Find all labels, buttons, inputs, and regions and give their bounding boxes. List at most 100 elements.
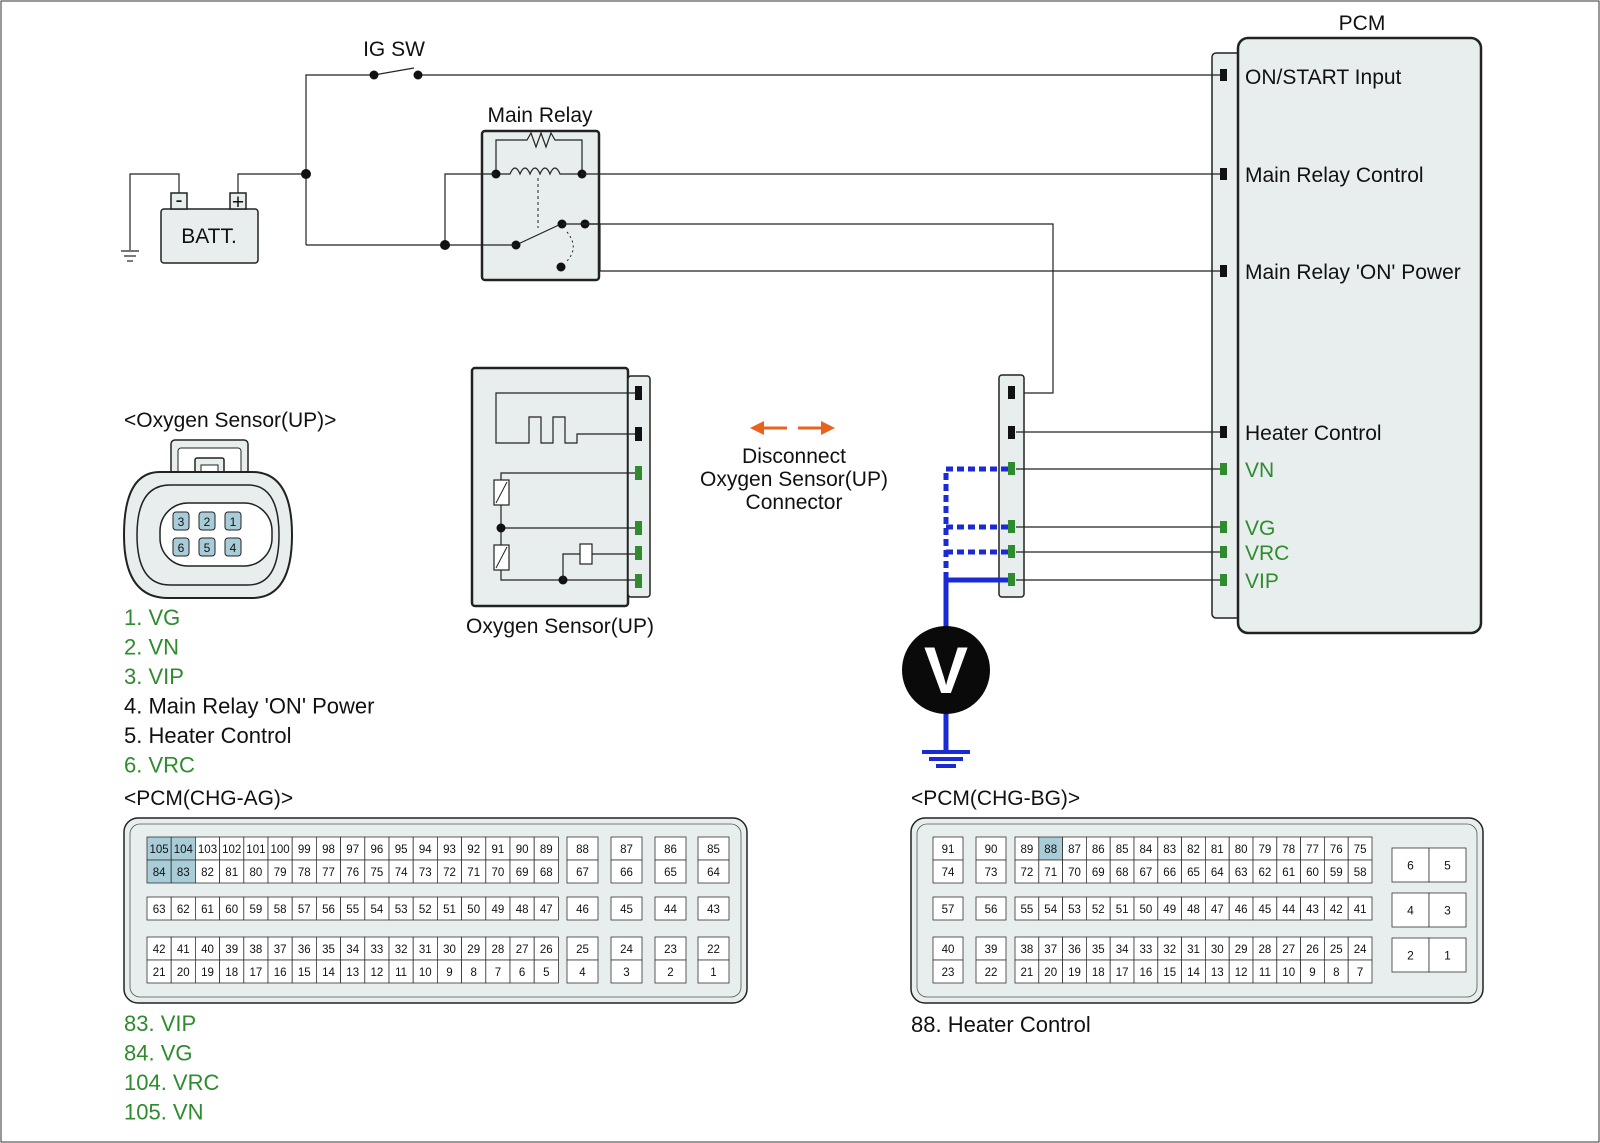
svg-text:19: 19 [1068, 967, 1081, 979]
pin-53: 53 [1062, 896, 1087, 921]
pin-74: 74 [932, 859, 964, 884]
legend-item: 4. Main Relay 'ON' Power [124, 694, 375, 719]
pin-49: 49 [1157, 896, 1183, 921]
pin-81: 81 [1205, 836, 1230, 861]
svg-text:88: 88 [1044, 844, 1057, 856]
legend-item: 6. VRC [124, 753, 195, 778]
pin-58: 58 [1347, 859, 1373, 884]
svg-text:11: 11 [1259, 967, 1271, 979]
svg-text:31: 31 [1187, 944, 1200, 956]
pin-19: 19 [194, 959, 220, 984]
legend-item: 2. VN [124, 635, 179, 660]
pin-10: 10 [412, 959, 438, 984]
pin-76: 76 [340, 859, 366, 884]
svg-text:1: 1 [710, 967, 716, 979]
svg-text:93: 93 [443, 844, 456, 856]
svg-text:20: 20 [177, 967, 190, 979]
svg-text:31: 31 [419, 944, 432, 956]
pin-21: 21 [146, 959, 172, 984]
svg-text:58: 58 [1354, 867, 1367, 879]
pin-97: 97 [340, 836, 366, 861]
svg-text:69: 69 [1092, 867, 1105, 879]
svg-text:104: 104 [174, 844, 194, 856]
svg-text:8: 8 [1333, 967, 1339, 979]
pin-87: 87 [1062, 836, 1087, 861]
svg-text:18: 18 [225, 967, 238, 979]
pin-30: 30 [1205, 936, 1230, 961]
oxygen-pin-6: 6 [172, 537, 190, 557]
svg-text:96: 96 [371, 844, 384, 856]
svg-text:34: 34 [346, 944, 359, 956]
svg-text:54: 54 [1044, 904, 1057, 916]
svg-text:37: 37 [274, 944, 287, 956]
svg-text:90: 90 [985, 844, 998, 856]
svg-text:29: 29 [467, 944, 480, 956]
svg-text:22: 22 [707, 944, 720, 956]
svg-text:91: 91 [942, 844, 955, 856]
svg-text:68: 68 [1116, 867, 1129, 879]
pin-2: 2 [654, 959, 687, 984]
svg-text:79: 79 [1259, 844, 1272, 856]
svg-text:2: 2 [1407, 949, 1414, 963]
svg-text:105: 105 [150, 844, 169, 856]
pin-82: 82 [1181, 836, 1206, 861]
svg-text:20: 20 [1044, 967, 1057, 979]
pin-20: 20 [1038, 959, 1064, 984]
pin-17: 17 [1109, 959, 1135, 984]
svg-text:39: 39 [985, 944, 998, 956]
pin-67: 67 [566, 859, 599, 884]
pin-48: 48 [1181, 896, 1206, 921]
pin-21: 21 [1014, 959, 1040, 984]
pin-77: 77 [1300, 836, 1325, 861]
svg-text:10: 10 [1282, 967, 1295, 979]
svg-text:70: 70 [1068, 867, 1081, 879]
pin-40: 40 [194, 936, 220, 961]
svg-text:19: 19 [201, 967, 214, 979]
pin-72: 72 [1014, 859, 1040, 884]
svg-text:21: 21 [153, 967, 166, 979]
pin-78: 78 [1276, 836, 1302, 861]
pin-48: 48 [509, 896, 535, 921]
svg-text:79: 79 [274, 867, 287, 879]
pin-18: 18 [1086, 959, 1111, 984]
pin-60: 60 [1300, 859, 1325, 884]
svg-text:7: 7 [495, 967, 501, 979]
legend-item: 105. VN [124, 1100, 204, 1125]
svg-text:6: 6 [519, 967, 525, 979]
svg-text:7: 7 [1357, 967, 1363, 979]
svg-text:82: 82 [201, 867, 214, 879]
main-relay-label: Main Relay [487, 104, 593, 127]
svg-text:43: 43 [707, 904, 720, 916]
pin-1: 1 [697, 959, 730, 984]
power-pin-5: 5 [1428, 847, 1467, 883]
svg-text:74: 74 [942, 867, 955, 879]
svg-text:24: 24 [1354, 944, 1367, 956]
pin-35: 35 [1086, 936, 1111, 961]
svg-text:14: 14 [322, 967, 335, 979]
svg-text:100: 100 [271, 844, 290, 856]
svg-text:90: 90 [516, 844, 529, 856]
pin-65: 65 [1181, 859, 1206, 884]
svg-text:16: 16 [1140, 967, 1153, 979]
svg-text:30: 30 [1211, 944, 1224, 956]
svg-text:42: 42 [1330, 904, 1343, 916]
svg-text:30: 30 [443, 944, 456, 956]
svg-text:35: 35 [1092, 944, 1105, 956]
svg-text:26: 26 [1306, 944, 1319, 956]
pcm-pin-vrc: VRC [1245, 542, 1289, 565]
pin-59: 59 [243, 896, 269, 921]
svg-text:63: 63 [1235, 867, 1248, 879]
svg-text:51: 51 [443, 904, 456, 916]
pin-23: 23 [932, 959, 964, 984]
pcm-pin-main-relay-on-power: Main Relay 'ON' Power [1245, 261, 1461, 284]
pin-96: 96 [364, 836, 390, 861]
pin-66: 66 [1157, 859, 1183, 884]
svg-text:38: 38 [250, 944, 263, 956]
pin-32: 32 [388, 936, 414, 961]
svg-text:40: 40 [201, 944, 214, 956]
oxygen-connector-title: <Oxygen Sensor(UP)> [124, 409, 336, 432]
pin-95: 95 [388, 836, 414, 861]
svg-text:89: 89 [1021, 844, 1034, 856]
pin-60: 60 [219, 896, 245, 921]
